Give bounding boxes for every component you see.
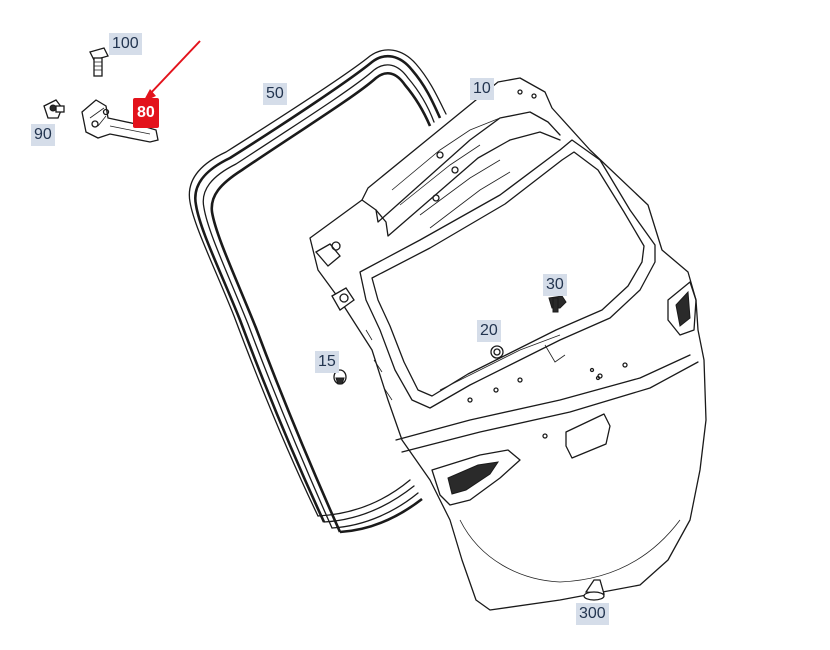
- bolt-part-100: [89, 47, 109, 77]
- weatherstrip-seal-part-50: [188, 49, 447, 534]
- plug-part-15: [333, 369, 347, 385]
- callout-50[interactable]: 50: [263, 83, 287, 105]
- callout-80-highlighted[interactable]: 80: [133, 98, 159, 128]
- callout-20[interactable]: 20: [477, 320, 501, 342]
- tailgate-panel-part-10: [309, 77, 707, 611]
- red-pointer-arrow: [143, 40, 201, 102]
- callout-300[interactable]: 300: [576, 603, 609, 625]
- nut-part-90: [43, 99, 65, 119]
- callout-15[interactable]: 15: [315, 351, 339, 373]
- grommet-part-20: [490, 345, 504, 359]
- callout-90[interactable]: 90: [31, 124, 55, 146]
- hinge-part-80: [81, 99, 159, 143]
- bumper-stop-part-300: [583, 579, 605, 601]
- callout-10[interactable]: 10: [470, 78, 494, 100]
- bolt-part-30: [548, 295, 567, 313]
- callout-100[interactable]: 100: [109, 33, 142, 55]
- callout-30[interactable]: 30: [543, 274, 567, 296]
